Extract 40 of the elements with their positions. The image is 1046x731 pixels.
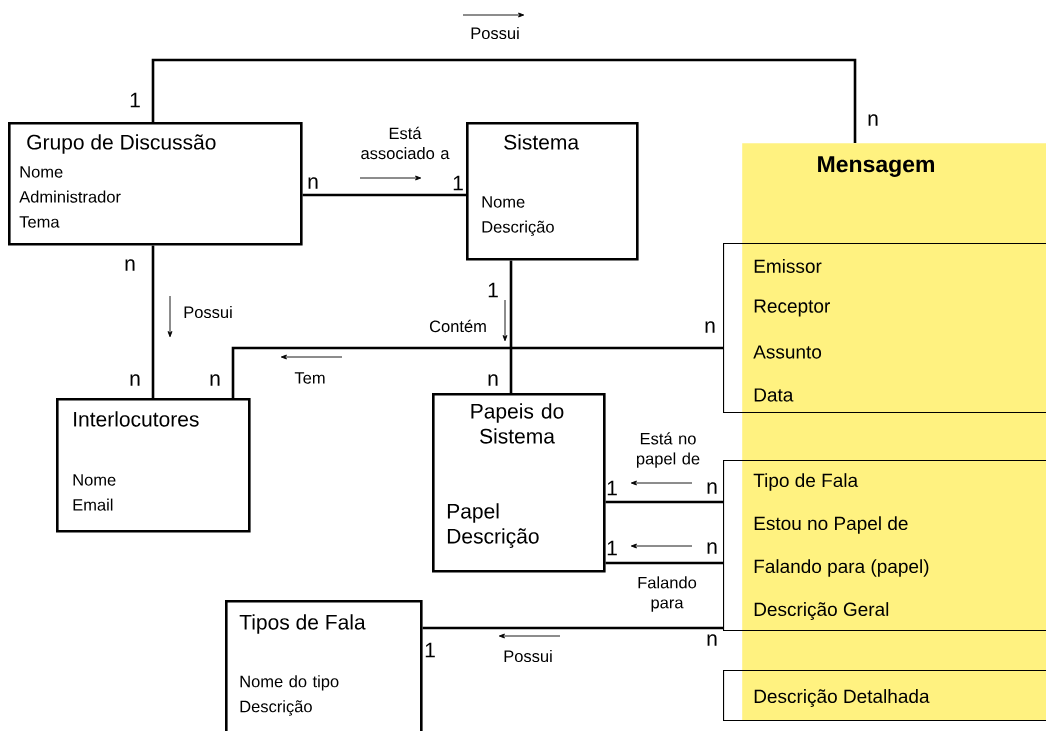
attribute-box: Tipo de Fala Estou no Papel de Falando para (papel) Descrição Geral	[723, 460, 1046, 632]
attribute-box: Emissor Receptor Assunto Data	[723, 243, 1046, 414]
connector-line	[302, 193, 466, 197]
connector-line	[509, 260, 513, 393]
edge-label: Possui	[471, 26, 519, 40]
cardinality: 1	[488, 282, 498, 298]
connector-line	[231, 346, 723, 398]
cardinality: n	[705, 321, 715, 333]
cardinality: n	[488, 374, 498, 386]
cardinality: n	[130, 374, 140, 386]
cardinality: 1	[607, 480, 617, 496]
connector-line	[605, 500, 723, 504]
edge-label: Possui	[184, 305, 232, 319]
cardinality: n	[707, 542, 717, 554]
connector-line	[151, 58, 857, 143]
entity-box: Interlocutores Nome Email	[56, 398, 251, 533]
cardinality: 1	[130, 92, 140, 108]
connector-line	[151, 245, 155, 398]
cardinality: n	[308, 177, 318, 189]
cardinality: n	[868, 114, 878, 126]
edge-label: Falando para	[638, 576, 697, 612]
edge-label: Possui	[504, 649, 552, 663]
edge-label: Está associado a	[361, 126, 450, 160]
cardinality: 1	[453, 175, 463, 191]
entity-box: Tipos de Fala Nome do tipo Descrição	[225, 600, 423, 731]
entity-box: Grupo de Discussão Nome Administrador Tema	[8, 122, 303, 246]
edge-label: Contém	[429, 319, 486, 333]
entity-box: Sistema Nome Descrição	[466, 122, 639, 261]
cardinality: n	[125, 259, 135, 271]
connector-line	[422, 626, 723, 630]
cardinality: n	[707, 482, 717, 494]
edge-label: Tem	[294, 372, 325, 384]
entity-box: Papeis do Sistema Papel Descrição	[432, 393, 606, 573]
edge-label: Está no papel de	[636, 432, 700, 468]
attribute-box: Descrição Detalhada	[723, 670, 1046, 722]
cardinality: 1	[607, 540, 617, 556]
cardinality: n	[707, 634, 717, 646]
cardinality: n	[210, 374, 220, 386]
cardinality: 1	[425, 642, 435, 658]
connector-line	[605, 561, 723, 565]
